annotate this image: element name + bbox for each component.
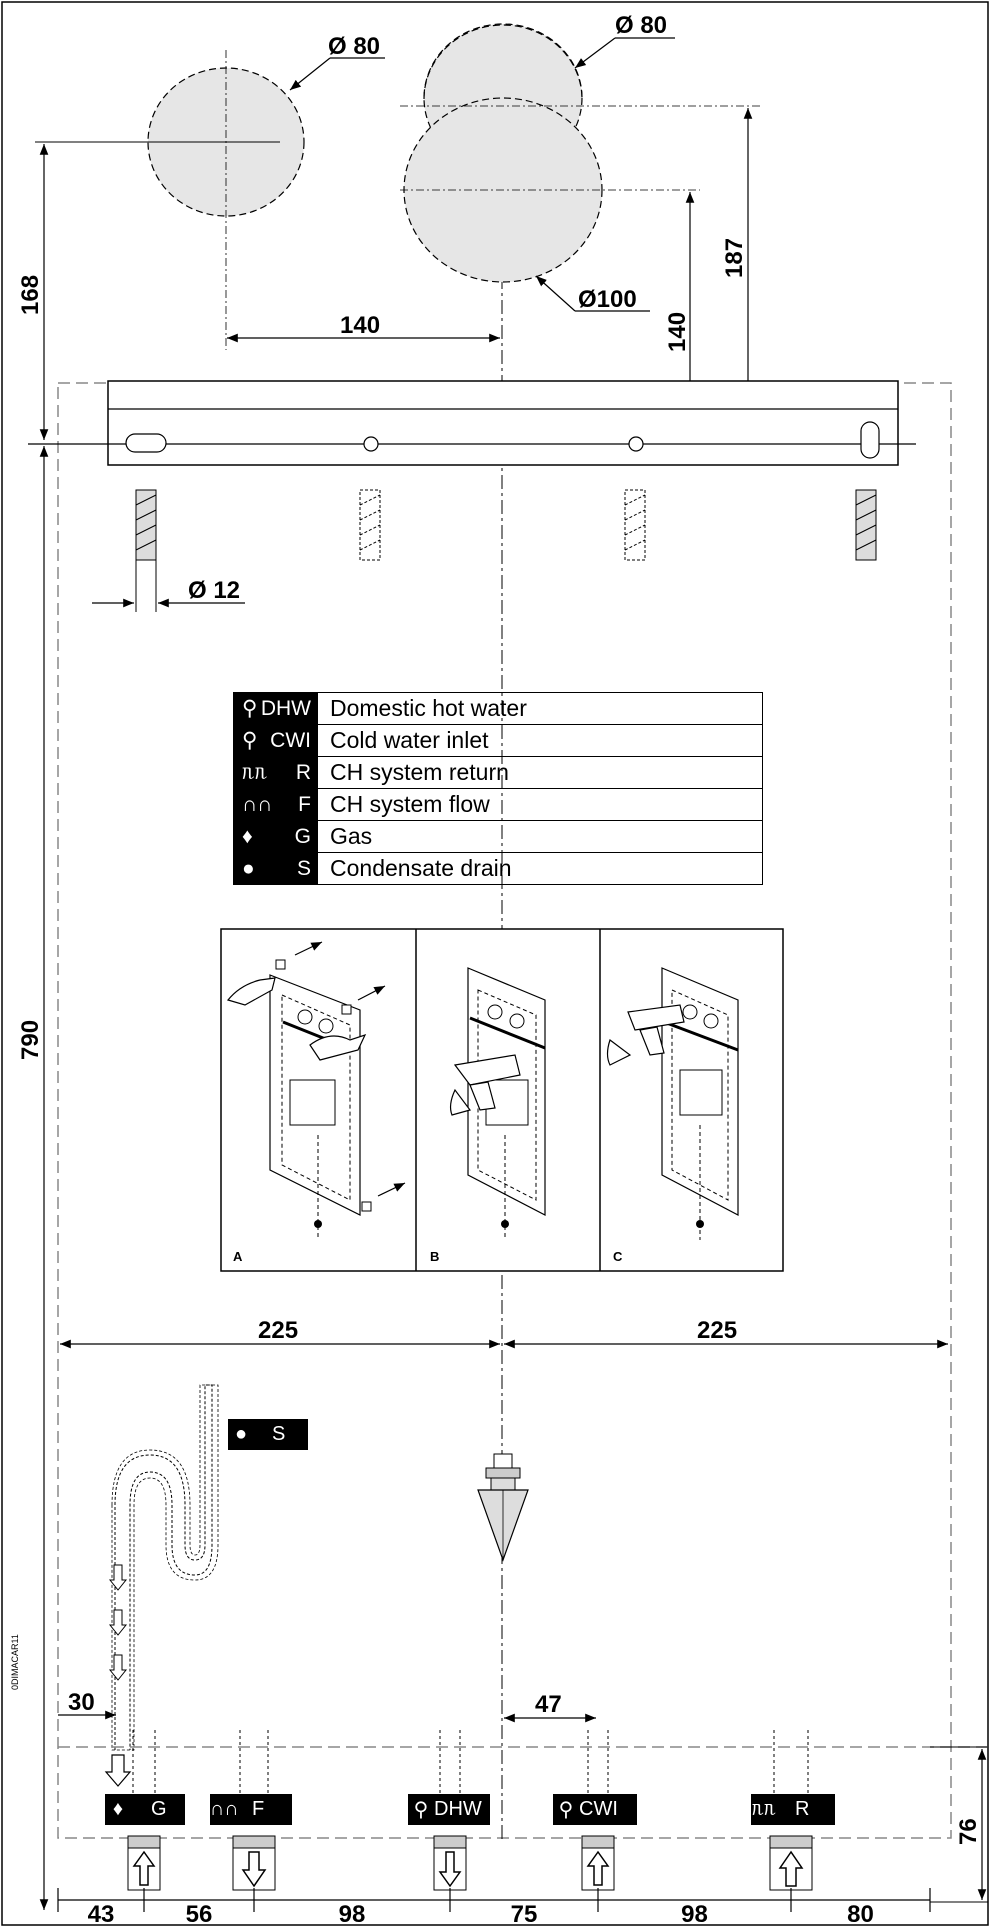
dim-76: 76 xyxy=(955,1818,982,1845)
legend-code: S xyxy=(296,856,311,880)
panel-a-illustration: A xyxy=(226,941,406,1264)
tag-r: ᥰᥰ R xyxy=(751,1794,835,1825)
tag-dhw: ⚲DHW xyxy=(408,1794,490,1825)
legend-code: CWI xyxy=(270,728,311,752)
bottom-dimension-label: 98 xyxy=(681,1901,708,1927)
tag-cwi: ⚲CWI xyxy=(553,1794,637,1825)
radiator-flow-icon: ∩∩ xyxy=(242,792,273,816)
plug-dia-12: Ø 12 xyxy=(188,577,240,604)
legend-row-cwi: ⚲ CWI Cold water inlet xyxy=(233,724,763,757)
tag-dhw-label: DHW xyxy=(434,1798,482,1820)
panel-c-illustration: C xyxy=(606,967,739,1264)
tag-s-label: S xyxy=(272,1423,286,1445)
drop-icon: ● xyxy=(242,856,255,880)
bottom-dimension-labels: 43 56 98 75 98 80 xyxy=(88,1901,874,1927)
legend-row-r: ᥰᥰ R CH system return xyxy=(233,756,763,789)
dim-140-horizontal: 140 xyxy=(340,312,380,339)
legend-code: G xyxy=(294,824,311,848)
legend-code: F xyxy=(298,792,311,816)
dim-187: 187 xyxy=(721,238,748,278)
wall-plug-3 xyxy=(624,489,646,561)
mounting-bracket xyxy=(28,380,916,466)
wall-plug-2 xyxy=(359,489,381,561)
bottom-dimension-label: 43 xyxy=(88,1901,115,1927)
dim-140-vertical: 140 xyxy=(664,312,691,352)
panel-b-illustration: B xyxy=(430,967,546,1264)
plumb-bob xyxy=(477,1453,529,1562)
tag-r-label: R xyxy=(795,1798,810,1820)
bottom-dimension-label: 98 xyxy=(339,1901,366,1927)
dim-168: 168 xyxy=(17,275,44,315)
tag-cwi-label: CWI xyxy=(579,1798,618,1820)
connection-pipes xyxy=(127,1730,813,1891)
tag-g-label: G xyxy=(151,1798,167,1820)
panel-b-label: B xyxy=(430,1249,439,1264)
drop-icon: ● xyxy=(234,1423,248,1445)
bottom-dimension-label: 75 xyxy=(511,1901,538,1927)
legend-label: Gas xyxy=(317,820,763,853)
bottom-dimension-label: 56 xyxy=(186,1901,213,1927)
boiler-outline xyxy=(57,382,952,1839)
bottom-dimension-ticks xyxy=(57,1888,931,1912)
gas-flame-icon: ♦ xyxy=(242,824,253,848)
legend-row-g: ♦ G Gas xyxy=(233,820,763,853)
radiator-flow-icon: ∩∩ xyxy=(210,1798,239,1820)
bottom-dimension-label: 80 xyxy=(847,1901,874,1927)
cold-tap-icon: ⚲ xyxy=(242,729,258,752)
legend-label: Condensate drain xyxy=(317,852,763,885)
legend-code: R xyxy=(295,760,311,784)
dim-790: 790 xyxy=(17,1020,44,1060)
legend-code: DHW xyxy=(260,696,311,720)
cold-tap-icon: ⚲ xyxy=(558,1799,574,1821)
tag-s: ●S xyxy=(228,1419,308,1450)
flue-dia-100: Ø100 xyxy=(578,286,637,313)
dim-225-left: 225 xyxy=(258,1317,298,1344)
installation-panels: A B xyxy=(220,928,784,1272)
wall-plug-1 xyxy=(135,489,157,612)
flue-dia-80-right: Ø 80 xyxy=(615,12,667,39)
hot-tap-icon: ⚲ xyxy=(242,697,258,720)
legend-row-dhw: ⚲DHW Domestic hot water xyxy=(233,692,763,725)
dim-225-right: 225 xyxy=(697,1317,737,1344)
legend-label: CH system return xyxy=(317,756,763,789)
hot-tap-icon: ⚲ xyxy=(413,1799,429,1821)
panel-a-label: A xyxy=(233,1249,243,1264)
legend-row-s: ● S Condensate drain xyxy=(233,852,763,885)
legend-label: Domestic hot water xyxy=(317,692,763,725)
gas-flame-icon: ♦ xyxy=(112,1798,124,1820)
wall-plug-4 xyxy=(855,489,877,561)
document-id: 0DIMACAR11 xyxy=(10,1634,20,1690)
radiator-return-icon: ᥰᥰ xyxy=(751,1798,777,1820)
tag-f: ∩∩ F xyxy=(210,1794,292,1825)
flue-dia-80-left: Ø 80 xyxy=(328,33,380,60)
tag-g: ♦G xyxy=(105,1794,185,1825)
dim-47: 47 xyxy=(535,1691,562,1718)
radiator-return-icon: ᥰᥰ xyxy=(242,760,268,784)
flue-hole-left xyxy=(130,50,305,350)
dim-30: 30 xyxy=(68,1689,95,1716)
tag-f-label: F xyxy=(252,1798,265,1820)
legend-table: ⚲DHW Domestic hot water ⚲ CWI Cold water … xyxy=(233,692,763,885)
legend-row-f: ∩∩ F CH system flow xyxy=(233,788,763,821)
panel-c-label: C xyxy=(613,1249,623,1264)
condensate-trap xyxy=(104,1384,219,1787)
legend-label: CH system flow xyxy=(317,788,763,821)
legend-label: Cold water inlet xyxy=(317,724,763,757)
